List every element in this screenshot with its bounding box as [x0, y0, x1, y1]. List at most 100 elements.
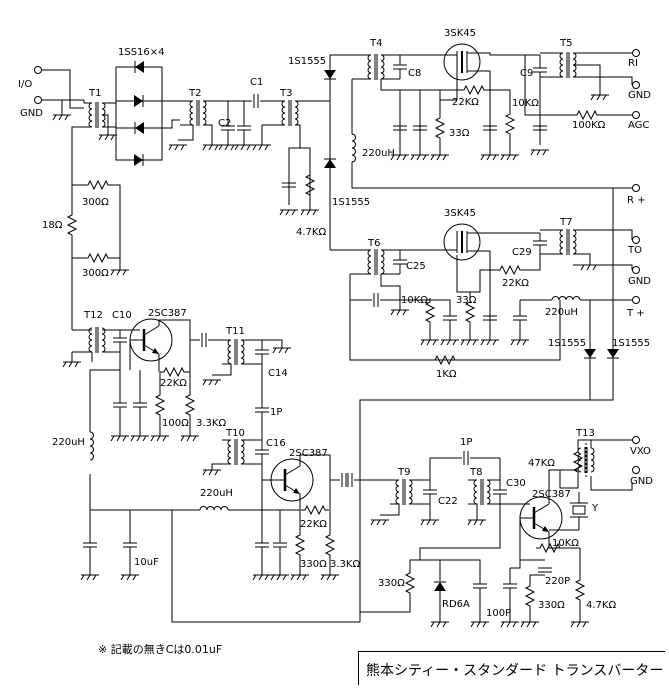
d-rx-bottom-label: 1S1555 [332, 197, 370, 208]
gnd-left-terminal-label: GND [20, 108, 43, 119]
t5-label: T5 [559, 38, 572, 49]
d-tx-right-label: 1S1555 [612, 338, 650, 349]
gnd-tx-terminal[interactable] [632, 266, 640, 274]
gnd-vxo-terminal[interactable] [632, 466, 640, 474]
t6-label: T6 [367, 238, 380, 249]
r-22k-q2-label: 22KΩ [300, 519, 327, 530]
l-220uh-tx-label: 220uH [545, 307, 578, 318]
crystal-label: Y [591, 503, 599, 514]
t8-label: T8 [469, 467, 482, 478]
r-10k-rx-label: 10KΩ [512, 98, 539, 109]
t12-label: T12 [83, 310, 103, 321]
t11-transformer [227, 338, 245, 366]
r-22k-q1-label: 22KΩ [160, 378, 187, 389]
vxo-terminal-label: VXO [630, 446, 651, 457]
gnd-left-terminal[interactable] [34, 96, 42, 104]
cap-100p-label: 100P [486, 608, 511, 619]
r-33-rx-label: 33Ω [449, 128, 470, 139]
q-t12-transistor [128, 317, 174, 363]
r-10k-tx-label: 10KΩ [401, 295, 428, 306]
mixer-diodes-label: 1SS16×4 [118, 47, 165, 58]
c10-label: C10 [112, 310, 132, 321]
r-330-zener-label: 330Ω [378, 578, 405, 589]
t7-transformer [559, 228, 577, 256]
l-220uh-left-label: 220uH [52, 437, 85, 448]
fet-tx [443, 223, 481, 261]
r-3k3-q1-label: 3.3KΩ [196, 418, 226, 429]
c22-label: C22 [438, 496, 458, 507]
r-plus-terminal-label: R + [627, 195, 646, 206]
c2-label: C2 [218, 118, 231, 129]
t2-transformer [189, 99, 207, 127]
t11-label: T11 [225, 326, 245, 337]
r-18-label: 18Ω [42, 220, 63, 231]
r-100-q1-label: 100Ω [162, 418, 189, 429]
gnd-rx-terminal[interactable] [632, 81, 640, 89]
io-terminal-label: I/O [18, 79, 32, 90]
c14-label: C14 [268, 368, 288, 379]
d-rx-top-label: 1S1555 [288, 56, 326, 67]
c30-label: C30 [506, 478, 526, 489]
r-47k-label: 47KΩ [528, 458, 555, 469]
title-block [358, 651, 665, 685]
r-3k3-q2-label: 3.3KΩ [330, 559, 360, 570]
q-vxo-label: 2SC387 [532, 489, 571, 500]
ri-terminal[interactable] [632, 49, 640, 57]
r-4k7-t3-label: 4.7KΩ [296, 227, 326, 238]
t9-label: T9 [397, 467, 410, 478]
c29-label: C29 [512, 247, 532, 258]
cap-1p-a-label: 1P [270, 407, 282, 418]
cap-10uf-label: 10uF [134, 557, 159, 568]
c9-label: C9 [520, 68, 533, 79]
t-plus-terminal-label: T + [626, 308, 645, 319]
q-t12-label: 2SC387 [148, 308, 187, 319]
c1-label: C1 [250, 77, 263, 88]
cap-1p-b-label: 1P [460, 437, 472, 448]
capacitor-note: ※ 記載の無きCは0.01uF [98, 643, 223, 656]
r-22k-rx-label: 22KΩ [452, 97, 479, 108]
r-330-q2-label: 330Ω [300, 559, 327, 570]
q-vxo-transistor [518, 495, 564, 541]
q-t10-label: 2SC387 [289, 448, 328, 459]
r-330-vxo-label: 330Ω [538, 600, 565, 611]
to-terminal-label: TO [627, 245, 642, 256]
fet-rx [443, 43, 481, 81]
r-10k-vxo-label: 10KΩ [552, 538, 579, 549]
r-plus-terminal[interactable] [632, 184, 640, 192]
t13-label: T13 [575, 428, 595, 439]
c8-label: C8 [408, 68, 421, 79]
r-33-tx-label: 33Ω [456, 295, 477, 306]
agc-terminal-label: AGC [628, 120, 649, 131]
l-220uh-mid-label: 220uH [200, 488, 233, 499]
t2-label: T2 [188, 88, 201, 99]
agc-terminal[interactable] [632, 111, 640, 119]
fet-tx-label: 3SK45 [444, 208, 476, 219]
t10-label: T10 [225, 428, 245, 439]
r-22k-tx-label: 22KΩ [502, 278, 529, 289]
t4-label: T4 [369, 38, 382, 49]
t1-label: T1 [88, 88, 101, 99]
cap-220p-label: 220P [545, 576, 570, 587]
t8-transformer [473, 478, 491, 506]
t12-transformer [88, 326, 106, 354]
vxo-terminal[interactable] [632, 436, 640, 444]
d-tx-left-label: 1S1555 [548, 338, 586, 349]
q-t10-transistor [269, 457, 315, 503]
to-terminal[interactable] [632, 236, 640, 244]
r-4k7-vxo-label: 4.7KΩ [586, 600, 616, 611]
t7-label: T7 [559, 217, 572, 228]
io-terminal[interactable] [34, 66, 42, 74]
r-100k-label: 100KΩ [572, 120, 606, 131]
t10-transformer [227, 438, 245, 466]
t4-transformer [367, 53, 385, 81]
r-300-b-label: 300Ω [82, 268, 109, 279]
zener-label: RD6A [442, 599, 470, 610]
c16-label: C16 [266, 438, 286, 449]
gnd-vxo-terminal-label: GND [630, 476, 653, 487]
t9-transformer [395, 478, 413, 506]
fet-rx-label: 3SK45 [444, 28, 476, 39]
gnd-tx-terminal-label: GND [628, 276, 651, 287]
t-plus-terminal[interactable] [632, 296, 640, 304]
r-300-a-label: 300Ω [82, 197, 109, 208]
